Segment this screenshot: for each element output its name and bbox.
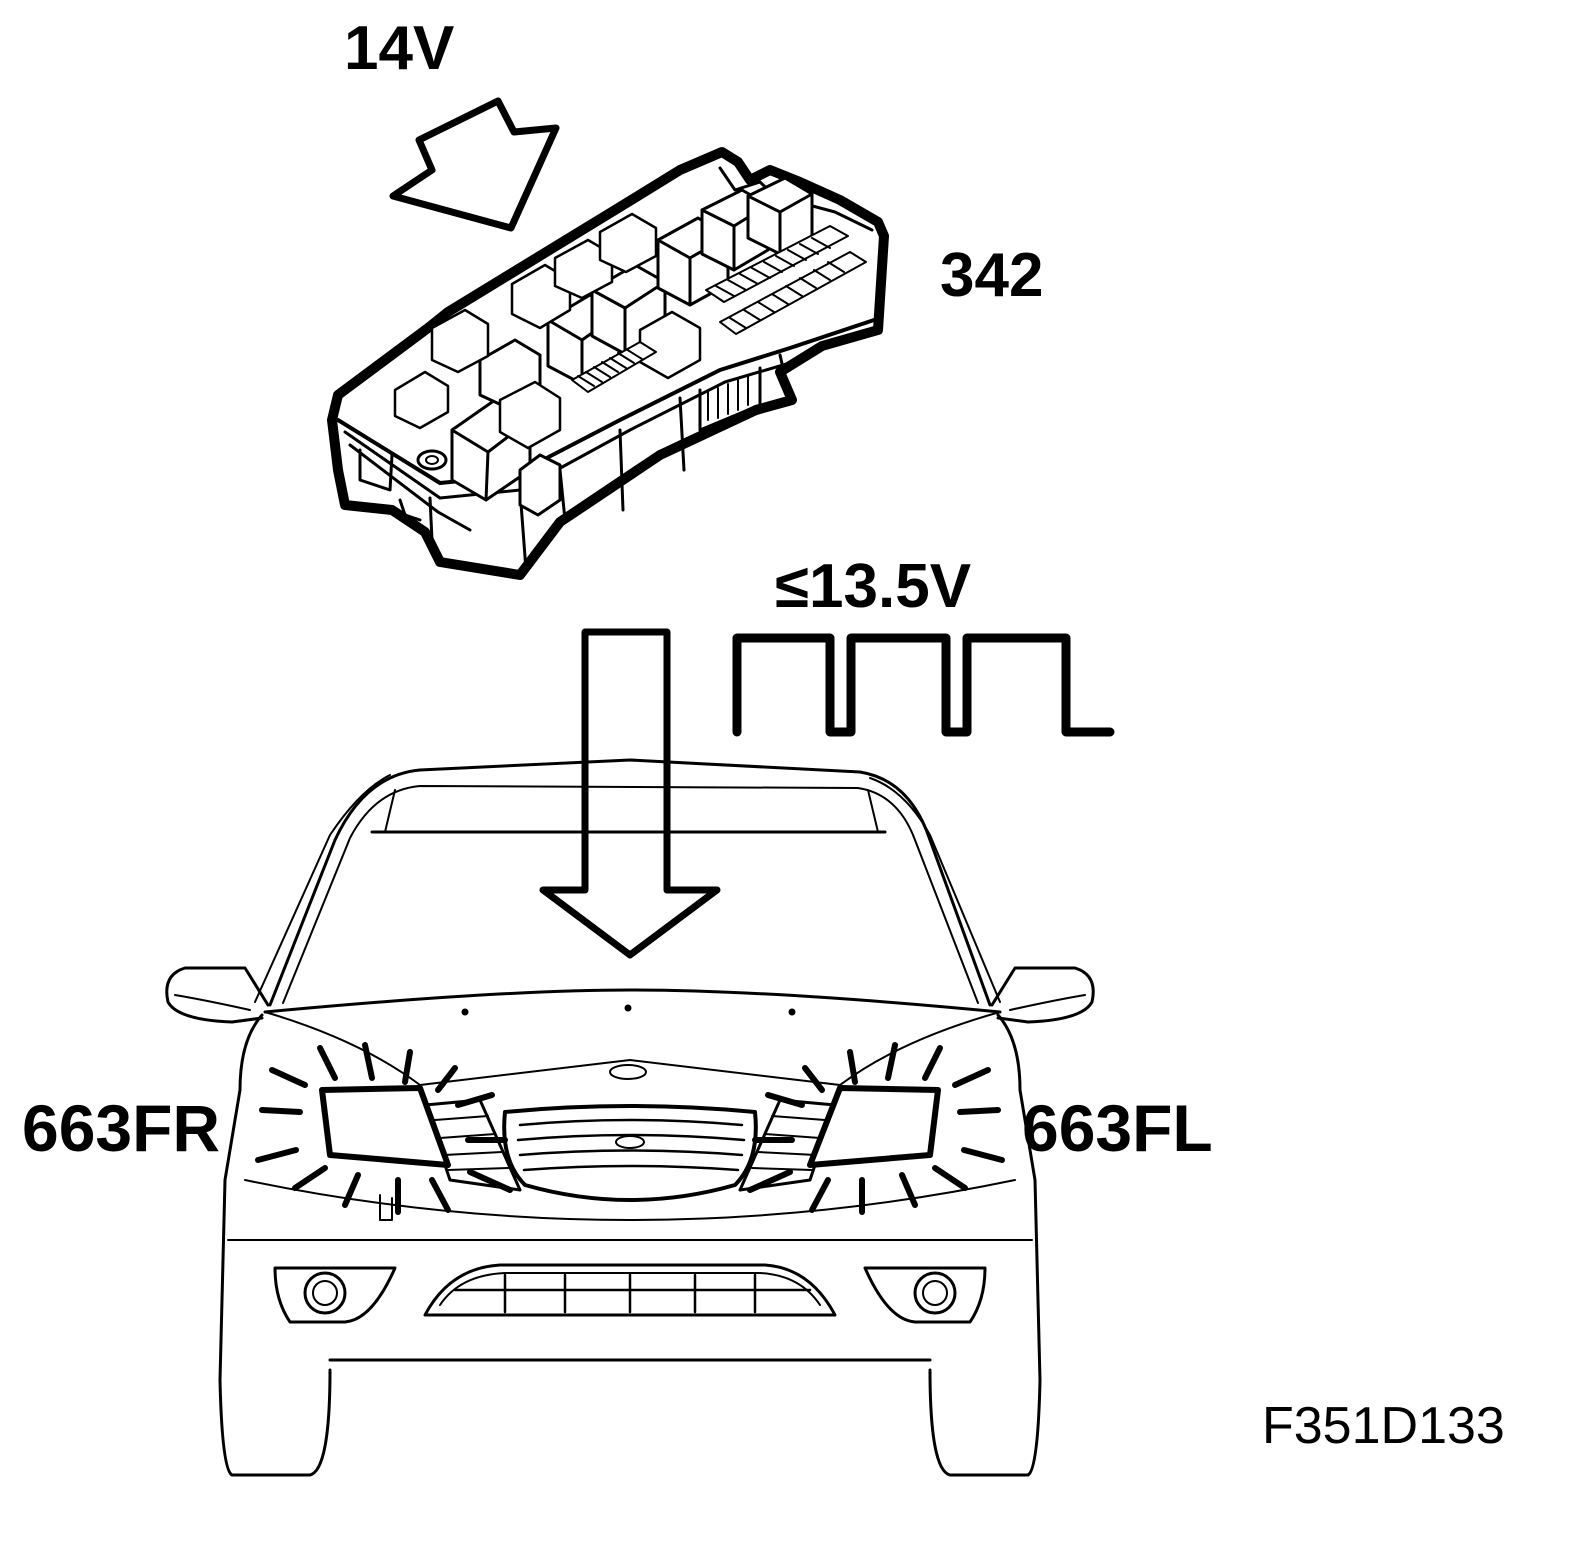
input-voltage-label: 14V	[344, 14, 455, 83]
figure-id-label: F351D133	[1262, 1397, 1505, 1455]
arrow-down-right-icon	[393, 101, 556, 228]
output-voltage-label: ≤13.5V	[775, 552, 972, 621]
headlamp-right	[322, 1088, 448, 1165]
square-wave-icon	[737, 638, 1110, 732]
lamp-left-label: 663FL	[1022, 1091, 1213, 1165]
relay-box-label: 342	[940, 241, 1044, 310]
fuse-relay-box-icon	[332, 152, 884, 575]
light-rays-icon	[258, 1045, 1002, 1212]
car-front-icon	[167, 760, 1093, 1475]
lamp-right-label: 663FR	[22, 1091, 221, 1165]
headlamp-left	[810, 1088, 938, 1165]
arrow-down-icon	[543, 632, 717, 955]
